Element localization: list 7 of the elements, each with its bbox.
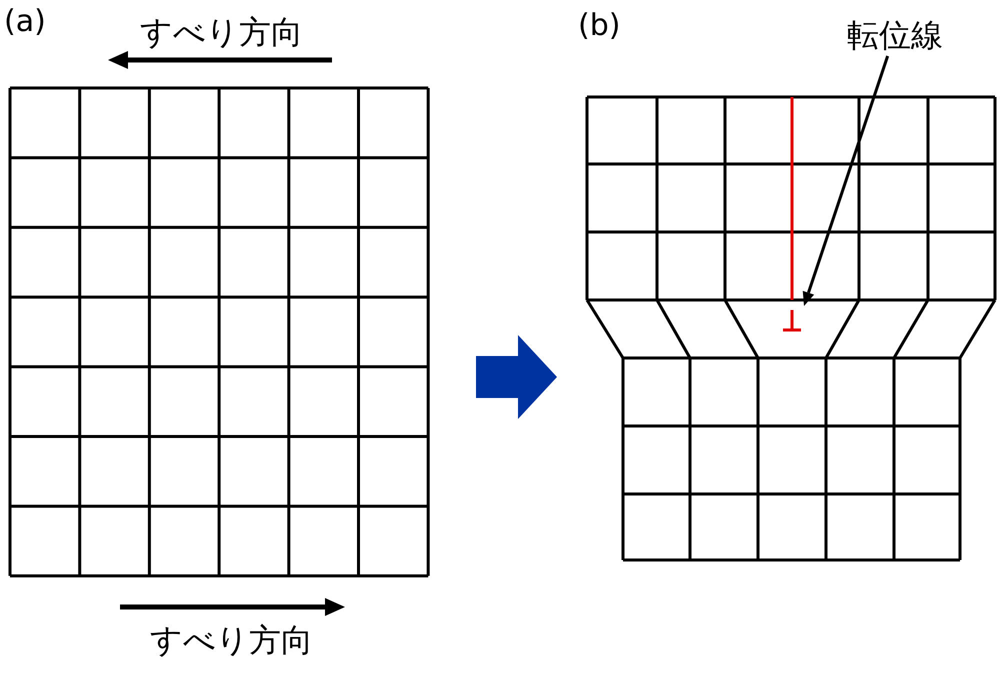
direction-label: すべり方向 — [140, 12, 303, 52]
panel-label: (b) — [578, 7, 620, 45]
direction-label: すべり方向 — [150, 620, 313, 660]
leader-line — [802, 56, 890, 306]
panel-label: (a) — [4, 3, 46, 41]
callout-text: 転位線 — [840, 14, 950, 56]
block-arrow — [476, 335, 557, 419]
